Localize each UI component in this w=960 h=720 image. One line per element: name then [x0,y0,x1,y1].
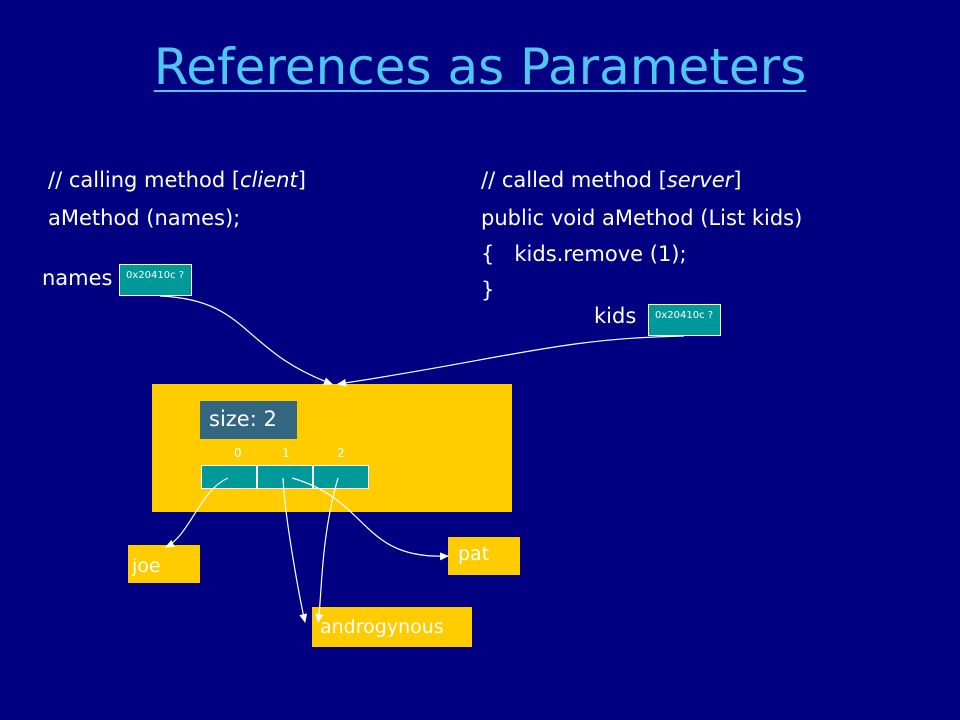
server-comment: // called method [server] [481,168,742,192]
client-comment: // calling method [client] [48,168,306,192]
array-cell [201,465,257,489]
server-body-close: } [481,278,495,302]
string-androgynous: androgynous [312,607,472,647]
element0-arrow [165,477,229,548]
element2-arrow [315,477,339,623]
server-signature: public void aMethod (List kids) [481,206,803,230]
kids-reference-box: 0x20410c ? [648,304,721,336]
names-reference-box: 0x20410c ? [119,264,192,296]
string-pat: pat [448,537,520,575]
server-body-open: { kids.remove (1); [481,242,687,266]
names-arrow [159,295,333,385]
string-joe: joe [128,545,200,583]
size-field: size: 2 [200,401,297,439]
element1-pat-arrow [291,477,449,561]
array-cell [313,465,369,489]
element1-arrow [282,477,308,623]
index-label: 2 [337,446,345,460]
kids-label: kids [594,304,637,328]
slide-title: References as Parameters [153,38,807,96]
kids-arrow [337,335,685,387]
array-cell [257,465,313,489]
index-label: 0 [234,446,242,460]
names-label: names [42,266,113,290]
index-label: 1 [282,446,290,460]
client-call: aMethod (names); [48,206,241,230]
